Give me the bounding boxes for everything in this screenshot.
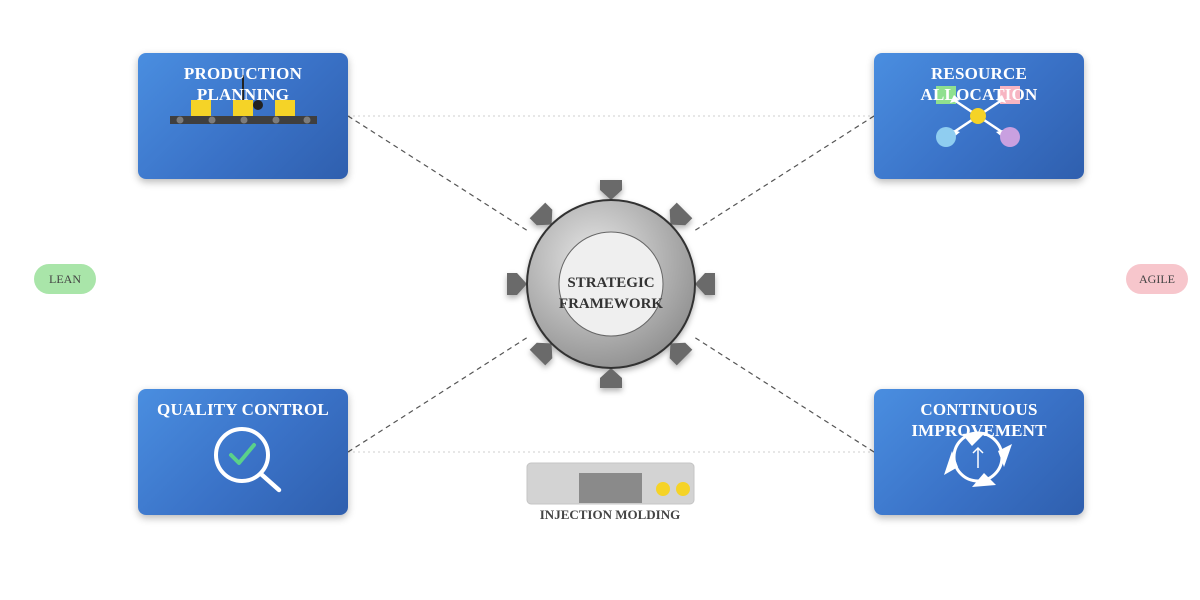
card-title: CONTINUOUS IMPROVEMENT [911, 400, 1047, 440]
injection-molding-machine-icon [526, 462, 695, 505]
card-continuous-improvement: CONTINUOUS IMPROVEMENT [874, 389, 1084, 515]
conveyor-belt-icon [170, 75, 317, 124]
distribution-network-icon [936, 86, 1020, 147]
card-title: QUALITY CONTROL [157, 400, 329, 419]
agile-badge: AGILE [1126, 264, 1188, 294]
magnifier-check-icon [214, 427, 282, 493]
lean-badge: LEAN [34, 264, 96, 294]
card-resource-allocation: RESOURCE ALLOCATION [874, 53, 1084, 179]
machine-label: INJECTION MOLDING [539, 507, 681, 522]
card-quality-control: QUALITY CONTROL [138, 389, 348, 515]
center-label: STRATEGIC FRAMEWORK [558, 275, 664, 312]
cycle-arrow-icon [944, 431, 1012, 487]
card-production-planning: PRODUCTION PLANNING [138, 53, 348, 179]
card-title: RESOURCE ALLOCATION [920, 64, 1038, 104]
gear-icon [507, 180, 715, 388]
card-title: PRODUCTION PLANNING [183, 64, 303, 104]
